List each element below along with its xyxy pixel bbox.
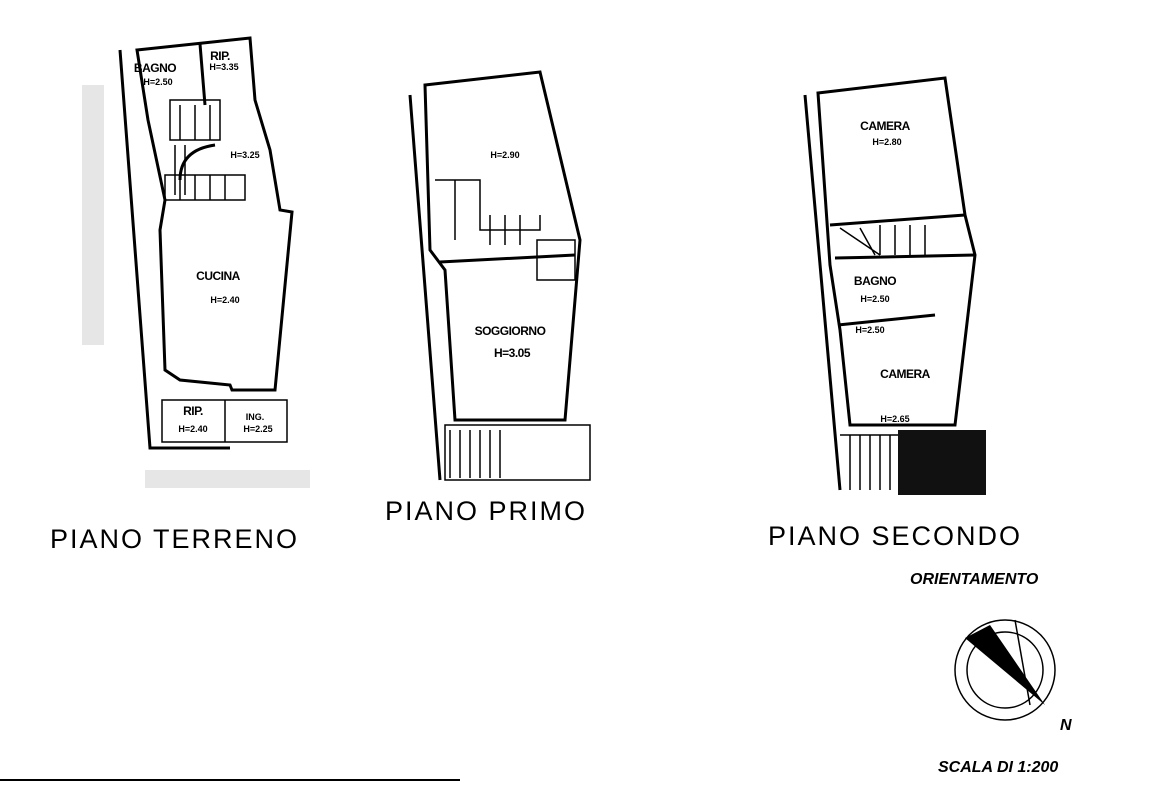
plan-piano-terreno: BAGNO H=2.50 RIP. H=3.35 H=3.25 CUCINA H… [50, 36, 299, 554]
room-label: BAGNO [134, 61, 176, 75]
room-height: H=3.25 [230, 150, 259, 160]
room-height: H=3.35 [209, 62, 238, 72]
outline [135, 36, 294, 392]
staircase [164, 99, 246, 201]
orientation-label: ORIENTAMENTO [910, 571, 1039, 588]
room-height: H=2.90 [490, 150, 519, 160]
room-label: CAMERA [880, 367, 930, 381]
orientation-compass: ORIENTAMENTO N SCALA DI 1:200 [910, 571, 1072, 776]
outline [816, 76, 977, 427]
room-label: RIP. [183, 404, 203, 418]
room-height: H=2.50 [143, 77, 172, 87]
plan-piano-primo: H=2.90 SOGGIORNO H=3.05 PIANO PRIMO [385, 70, 591, 526]
room-label: ING. [246, 412, 265, 422]
plan-title: PIANO SECONDO [768, 521, 1022, 551]
room-height: H=2.50 [855, 325, 884, 335]
room-height: H=2.80 [872, 137, 901, 147]
room-height: H=2.40 [210, 295, 239, 305]
room-height: H=2.40 [178, 424, 207, 434]
room-label: SOGGIORNO [475, 324, 546, 338]
scan-smudge [145, 470, 310, 488]
room-label: RIP. [210, 49, 230, 63]
room-height: H=3.05 [494, 346, 531, 360]
plan-title: PIANO PRIMO [385, 496, 587, 526]
north-label: N [1060, 717, 1072, 734]
scale-label: SCALA DI 1:200 [938, 759, 1058, 776]
north-arrow-icon [965, 625, 1045, 705]
room-label: CAMERA [860, 119, 910, 133]
plan-piano-secondo: CAMERA H=2.80 BAGNO H=2.50 H=2.50 CAMERA… [768, 76, 1022, 551]
room-label: BAGNO [854, 274, 896, 288]
room-height: H=2.25 [243, 424, 272, 434]
room-height: H=2.65 [880, 414, 909, 424]
room-label: CUCINA [196, 269, 240, 283]
terrace-hatch [898, 430, 986, 495]
plan-title: PIANO TERRENO [50, 524, 299, 554]
outline [423, 70, 582, 422]
scan-smudge [82, 85, 104, 345]
room-height: H=2.50 [860, 294, 889, 304]
